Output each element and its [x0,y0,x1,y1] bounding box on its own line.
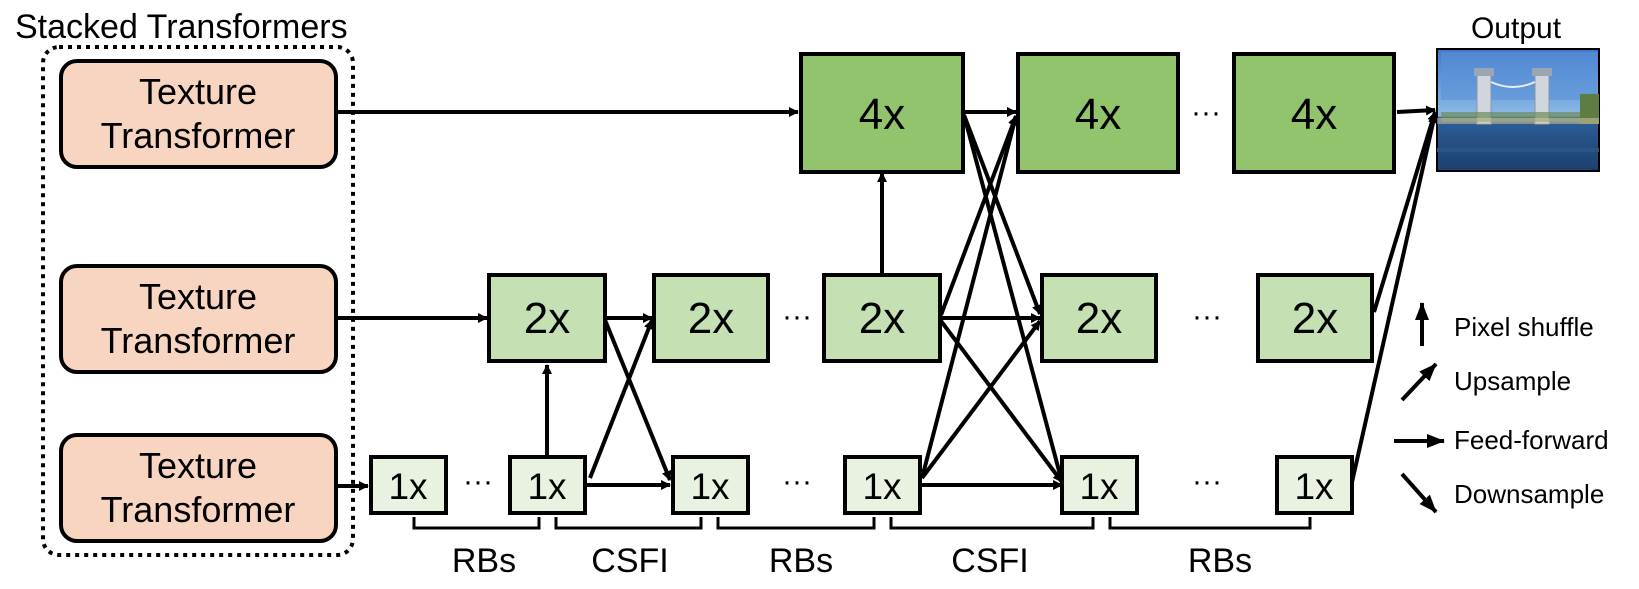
output-label: Output [1471,12,1562,45]
brace-rbs-1 [412,517,541,530]
output-image [1436,48,1600,172]
arrow-4x-down-1x [962,114,1065,483]
box-4x-2: 4x [1016,52,1180,174]
box-1x-1-label: 1x [388,466,428,507]
box-2x-1: 2x [487,273,607,363]
box-2x-5-label: 2x [1292,294,1338,343]
brace-label-csfi-1: CSFI [591,542,668,580]
box-1x-5: 1x [1060,455,1139,515]
box-2x-2-label: 2x [688,294,734,343]
brace-label-csfi-2: CSFI [951,542,1028,580]
ellipsis-4x: ··· [1191,96,1221,129]
stacked-transformers-frame [41,45,355,557]
box-4x-2-label: 4x [1075,90,1121,139]
legend-upsample-label: Upsample [1454,366,1571,396]
ellipsis-2x-b: ··· [1192,300,1222,333]
box-2x-3-label: 2x [859,294,905,343]
box-4x-3: 4x [1232,52,1396,174]
box-1x-4-label: 1x [862,466,902,507]
box-1x-4: 1x [843,455,922,515]
box-2x-3: 2x [822,273,942,363]
ellipsis-1x-a: ··· [463,465,493,498]
texture-transformer-bottom: Texture Transformer [59,433,338,543]
arrow-4x-down-2x [962,114,1042,315]
tt-mid-line2: Transformer [101,320,296,361]
brace-csfi-2 [889,517,1095,530]
box-2x-4: 2x [1040,273,1158,363]
box-1x-2-label: 1x [527,466,567,507]
brace-label-rbs-1: RBs [452,542,516,580]
ellipsis-1x-c: ··· [1192,465,1222,498]
legend [1394,302,1445,514]
arrow-2x-down-1x [939,319,1064,484]
tt-top-line2: Transformer [101,115,296,156]
box-2x-4-label: 2x [1076,294,1122,343]
legend-pixel-shuffle-label: Pixel shuffle [1454,312,1594,342]
ellipsis-2x-a: ··· [782,300,812,333]
box-1x-5-label: 1x [1079,466,1119,507]
tt-bot-line2: Transformer [101,489,296,530]
box-1x-6: 1x [1275,455,1354,515]
brace-label-rbs-3: RBs [1188,542,1252,580]
braces [412,517,1312,530]
arrow-1x-upsample-2x [588,319,654,479]
arrow-2x-up-4x [939,115,1018,316]
box-4x-1: 4x [799,52,965,174]
arrow-4x-to-output [1396,105,1436,116]
box-1x-3: 1x [671,455,750,515]
box-1x-2: 1x [508,455,587,515]
arrow-2x-downsample-1x [603,319,672,481]
texture-transformer-top: Texture Transformer [59,59,338,169]
box-2x-5: 2x [1256,273,1374,363]
arrow-2x-to-output [1372,111,1438,313]
stacked-transformers-title: Stacked Transformers [15,8,348,46]
box-1x-3-label: 1x [690,466,730,507]
legend-downsample-icon [1400,472,1438,514]
brace-label-rbs-2: RBs [769,542,833,580]
box-2x-2: 2x [652,273,770,363]
tt-mid-line1: Texture [139,276,257,317]
tt-top-line1: Texture [139,71,257,112]
legend-feed-forward-label: Feed-forward [1454,425,1609,455]
box-1x-6-label: 1x [1294,466,1334,507]
tt-bot-line1: Texture [139,445,257,486]
legend-upsample-icon [1400,362,1438,402]
brace-csfi-1 [554,517,703,530]
arrow-1x-up-2x [920,319,1042,480]
brace-rbs-2 [716,517,876,530]
box-4x-3-label: 4x [1291,90,1337,139]
ellipsis-1x-b: ··· [782,465,812,498]
box-4x-1-label: 4x [859,90,905,139]
box-2x-1-label: 2x [524,294,570,343]
connections [338,105,1438,491]
arrow-1x-to-output [1350,113,1438,483]
legend-downsample-label: Downsample [1454,479,1604,509]
brace-rbs-3 [1108,517,1312,530]
texture-transformer-middle: Texture Transformer [59,264,338,374]
arrow-1x-up-4x [920,115,1019,479]
box-1x-1: 1x [369,455,448,515]
